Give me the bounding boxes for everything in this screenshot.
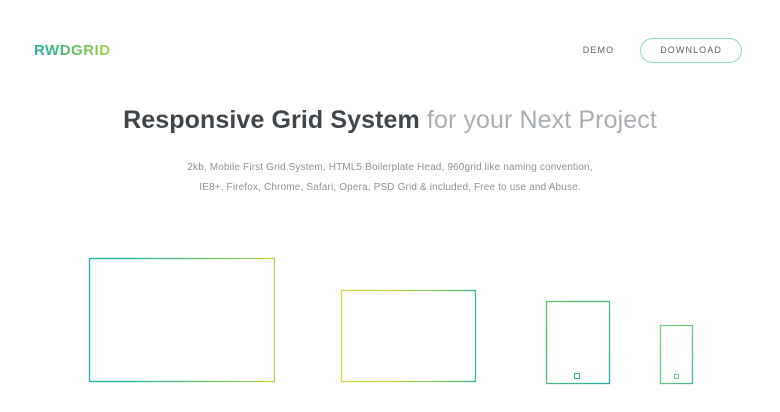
phone-home-button[interactable] <box>674 374 679 379</box>
monitor-screen <box>88 257 276 383</box>
subcopy-line-2: IE8+, Firefox, Chrome, Safari, Opera, PS… <box>199 181 581 193</box>
page-title: Responsive Grid System for your Next Pro… <box>0 105 780 136</box>
site-logo[interactable]: RWDGRID <box>34 41 111 59</box>
headline-strong: Responsive Grid System <box>123 106 420 134</box>
hero-section: Responsive Grid System for your Next Pro… <box>0 105 780 197</box>
subcopy-line-1: 2kb, Mobile First Grid System, HTML5 Boi… <box>187 162 593 174</box>
hero-subcopy: 2kb, Mobile First Grid System, HTML5 Boi… <box>0 158 780 197</box>
tablet-home-button[interactable] <box>574 373 580 379</box>
device-tablet[interactable] <box>545 300 611 385</box>
headline-light: for your Next Project <box>419 106 657 134</box>
laptop-screen <box>340 289 477 383</box>
download-button[interactable]: DOWNLOAD <box>640 37 742 63</box>
header-nav: DEMO DOWNLOAD <box>582 37 742 63</box>
device-phone[interactable] <box>659 324 694 385</box>
tablet-body <box>545 300 611 385</box>
device-monitor[interactable] <box>88 257 276 386</box>
nav-link-demo[interactable]: DEMO <box>582 45 615 55</box>
phone-body <box>659 324 694 385</box>
site-header: RWDGRID DEMO DOWNLOAD <box>0 0 780 100</box>
device-laptop[interactable] <box>327 289 497 386</box>
